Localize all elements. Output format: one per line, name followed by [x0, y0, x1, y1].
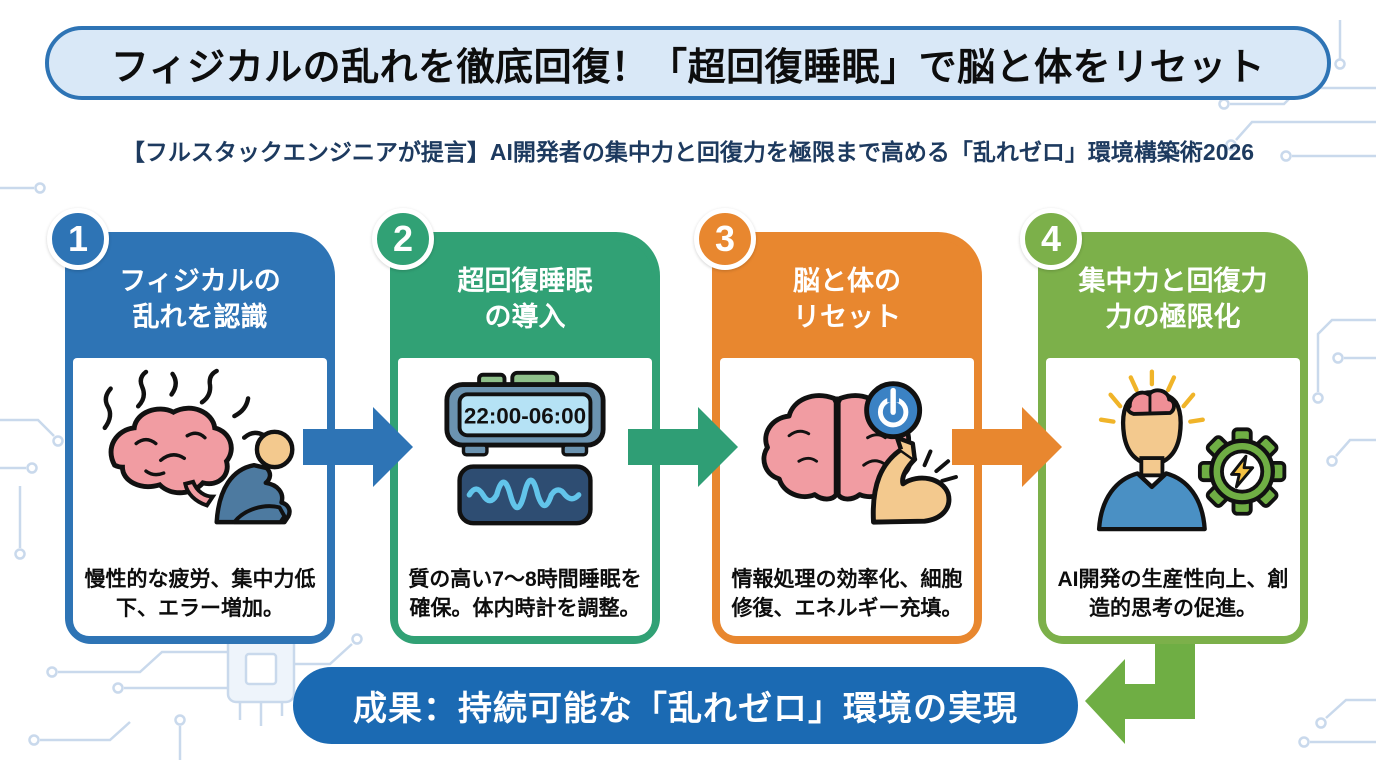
step-number-4: 4 — [1040, 218, 1062, 259]
step-title-3: 脳と体の リセット — [793, 265, 901, 332]
step-title-2: 超回復睡眠 の導入 — [457, 265, 593, 332]
step-description-1: 慢性的な疲労、集中力低下、エラー増加。 — [84, 568, 316, 621]
arrow-step2-to-step3-icon — [628, 407, 738, 487]
step-card-4: 4 集中力と回復力 力の極限化 — [1020, 208, 1308, 644]
page-title: フィジカルの乱れを徹底回復！「超回復睡眠」で脳と体をリセット — [110, 46, 1266, 89]
step-body-3: 情報処理の効率化、細胞修復、エネルギー充填。 — [720, 358, 974, 636]
step-description-4: AI開発の生産性向上、創造的思考の促進。 — [1057, 568, 1289, 621]
step-description-2: 質の高い7〜8時間睡眠を確保。体内時計を調整。 — [408, 568, 642, 621]
brain-power-button-and-flexing-arm-icon — [761, 381, 958, 525]
step-number-badge-3: 3 — [694, 208, 756, 270]
arrow-step4-to-result-icon — [1085, 644, 1195, 744]
step-number-badge-4: 4 — [1020, 208, 1082, 270]
step-number-badge-1: 1 — [47, 208, 109, 270]
step-number-3: 3 — [714, 218, 736, 259]
step-number-1: 1 — [67, 218, 89, 259]
arrow-step1-to-step2-icon — [303, 407, 413, 487]
energized-person-and-power-gear-icon — [1096, 369, 1287, 532]
clock-time-display: 22:00-06:00 — [464, 404, 586, 429]
step-body-2: 22:00-06:00 質の高い7〜8時間睡眠を確保。体内時計を調整。 — [398, 358, 652, 636]
step-body-4: AI開発の生産性向上、創造的思考の促進。 — [1046, 358, 1300, 636]
step-body-1: 慢性的な疲労、集中力低下、エラー増加。 — [73, 358, 327, 636]
step-card-2: 2 超回復睡眠 の導入 22:00-06:00 質の高い7〜8時間睡眠を確保。体… — [372, 208, 660, 644]
circuit-pattern-bottom-right — [1298, 698, 1376, 748]
alarm-clock-and-sleep-waveform-icon: 22:00-06:00 — [444, 370, 606, 526]
step-card-1: 1 フィジカルの 乱れを認識 — [47, 208, 335, 644]
step-number-2: 2 — [392, 218, 414, 259]
page-subtitle: 【フルスタックエンジニアが提言】AI開発者の集中力と回復力を極限まで高める「乱れ… — [121, 139, 1255, 165]
step-number-badge-2: 2 — [372, 208, 434, 270]
result-label: 成果：持続可能な「乱れゼロ」環境の実現 — [353, 690, 1018, 728]
arrow-step3-to-step4-icon — [952, 407, 1062, 487]
result-banner: 成果：持続可能な「乱れゼロ」環境の実現 — [293, 667, 1078, 744]
stressed-brain-and-fatigued-person-icon — [102, 368, 295, 525]
title-banner: フィジカルの乱れを徹底回復！「超回復睡眠」で脳と体をリセット — [45, 26, 1331, 100]
step-title-1: フィジカルの 乱れを認識 — [119, 265, 281, 332]
step-description-3: 情報処理の効率化、細胞修復、エネルギー充填。 — [731, 568, 963, 621]
step-title-4: 集中力と回復力 力の極限化 — [1078, 265, 1268, 332]
step-card-3: 3 脳と体の リセット — [694, 208, 982, 644]
